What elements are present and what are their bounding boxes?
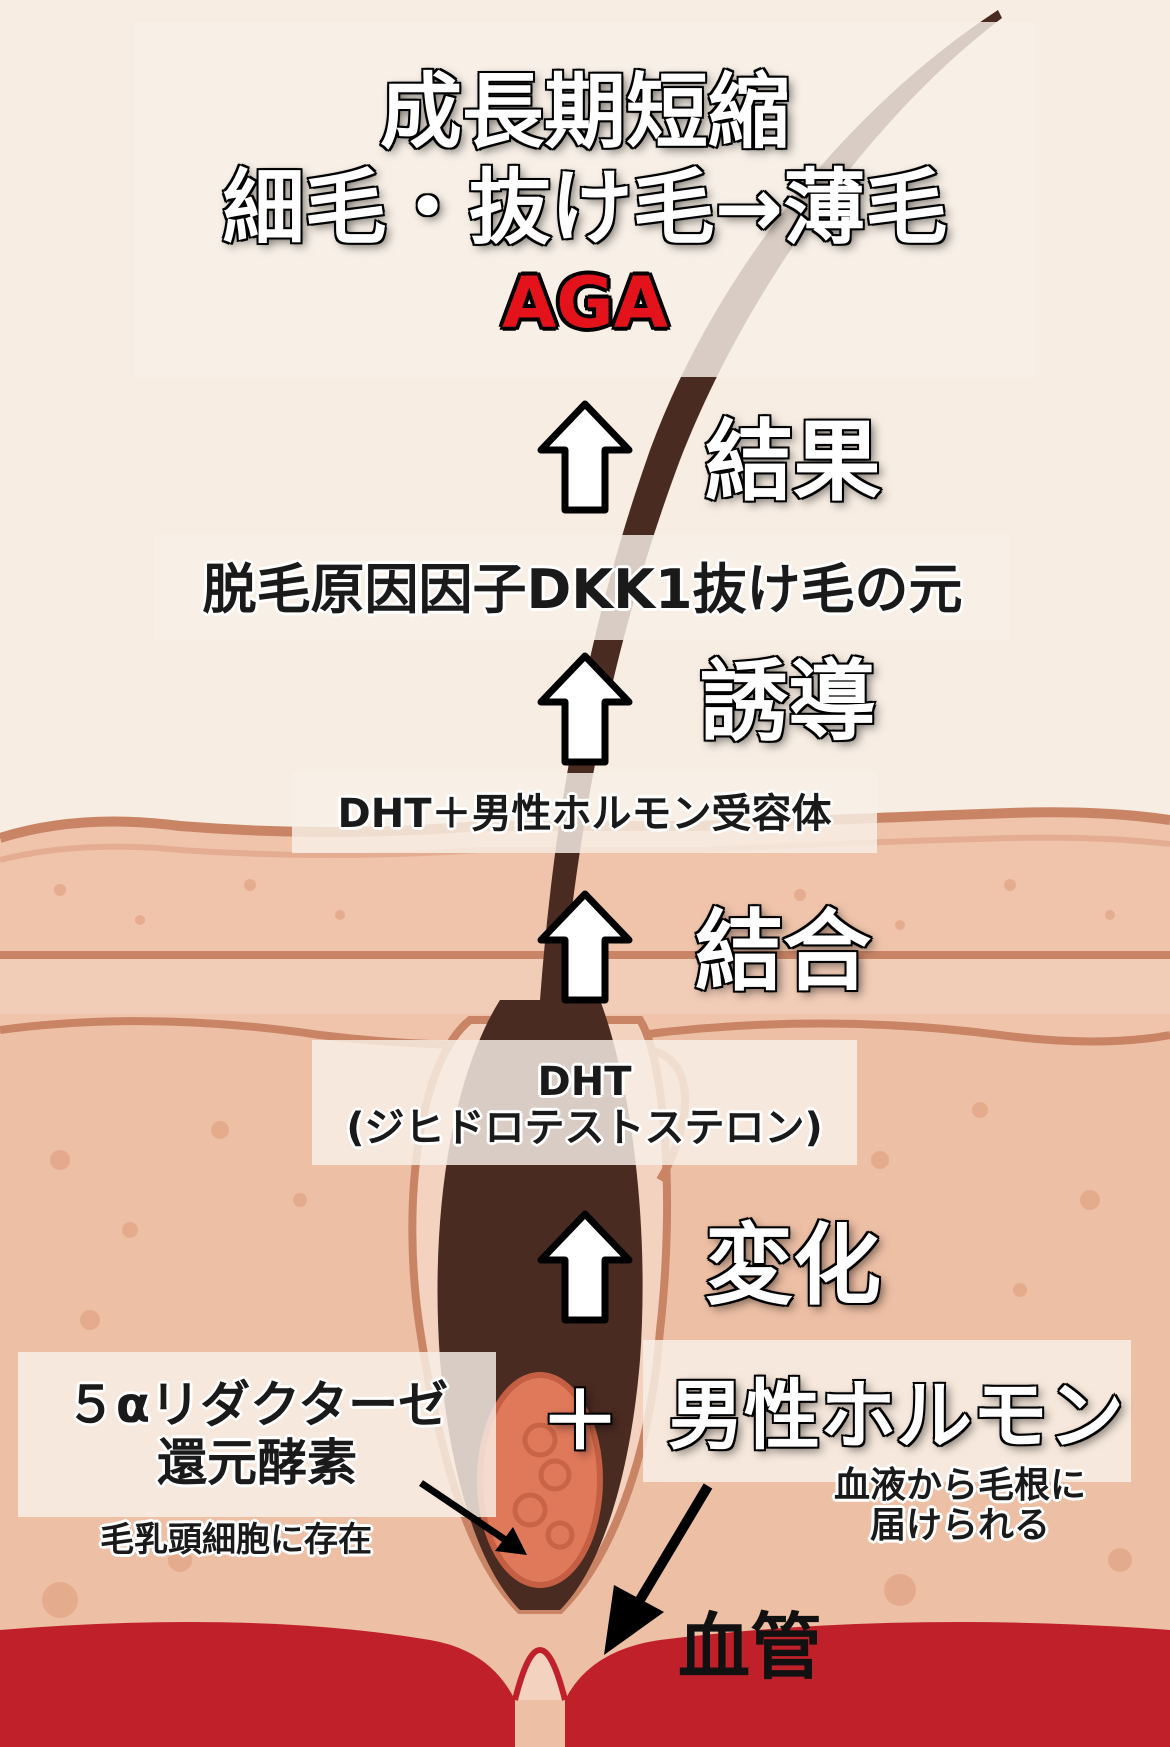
dht-panel xyxy=(312,1040,857,1165)
up-arrow-icon xyxy=(537,1210,633,1324)
dht-line1: DHT xyxy=(537,1059,632,1105)
plus-sign: ＋ xyxy=(539,1375,622,1468)
hormone-panel xyxy=(643,1340,1131,1482)
dht-line2: (ジヒドロテストステロン) xyxy=(346,1105,823,1151)
up-arrow-icon xyxy=(537,400,633,514)
title-panel xyxy=(135,22,1035,377)
dkk1-text: 脱毛原因因子DKK1抜け毛の元 xyxy=(202,558,963,621)
blood-vessel-right xyxy=(565,1622,1170,1747)
blood-vessel-left xyxy=(0,1622,515,1747)
hormone-label: 男性ホルモン xyxy=(667,1371,1126,1460)
change-label: 変化 xyxy=(703,1214,882,1317)
up-arrow-icon xyxy=(537,890,633,1004)
result-label: 結果 xyxy=(703,410,882,513)
arrow-to-vessel-icon xyxy=(604,1483,713,1655)
title-line2: 細毛・抜け毛→薄毛 xyxy=(221,161,949,256)
arrow-to-papilla-icon xyxy=(419,1480,527,1555)
hormone-note-line2: 届けられる xyxy=(869,1505,1050,1546)
dkk1-panel xyxy=(155,535,1010,640)
hair-shaft xyxy=(540,10,1002,1000)
enzyme-line1: ５αリダクターゼ xyxy=(65,1376,449,1434)
enzyme-note: 毛乳頭細胞に存在 xyxy=(100,1520,372,1560)
title-line1: 成長期短縮 xyxy=(378,65,791,160)
receptor-panel xyxy=(292,773,877,853)
induction-label: 誘導 xyxy=(698,650,877,753)
hormone-note-line1: 血液から毛根に xyxy=(833,1465,1086,1506)
enzyme-panel xyxy=(18,1352,496,1517)
enzyme-line2: 還元酵素 xyxy=(157,1434,357,1492)
up-arrow-icon xyxy=(537,652,633,766)
vessel-label: 血管 xyxy=(678,1605,823,1689)
binding-label: 結合 xyxy=(693,900,872,1003)
receptor-text: DHT＋男性ホルモン受容体 xyxy=(337,791,832,837)
aga-label: AGA xyxy=(502,262,668,344)
